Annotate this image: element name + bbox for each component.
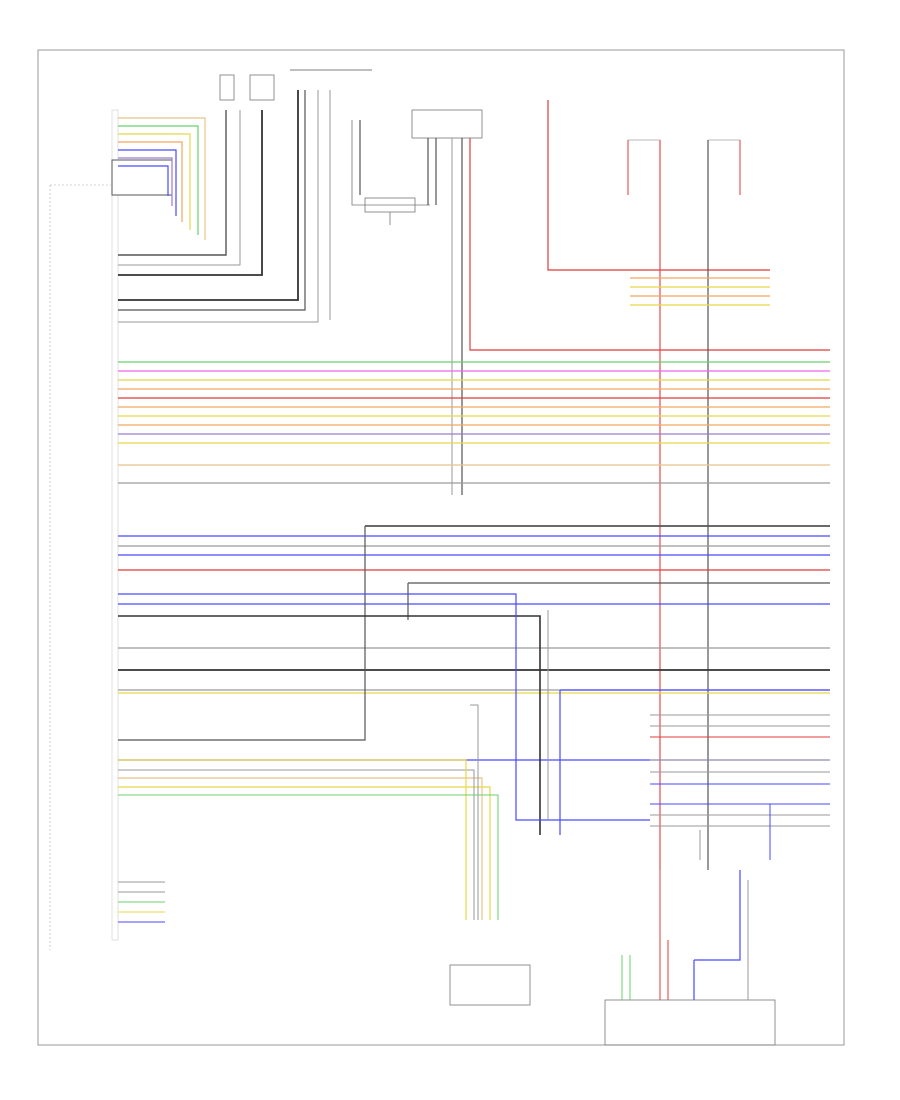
left-harness-connector: [49, 109, 173, 950]
center-bottom-module: [118, 704, 531, 1006]
control-module: [411, 109, 830, 495]
relay-right-2: [707, 139, 741, 870]
connector-loop-wires: [118, 117, 206, 240]
top-switch-2: [118, 74, 275, 276]
cd-changer: [351, 120, 430, 225]
top-connector-group: [118, 69, 372, 323]
right-fan-wires: [630, 277, 770, 306]
right-mid-connectors: [650, 714, 830, 860]
bottom-left-connector: [118, 881, 165, 923]
relay-right-1: [547, 100, 770, 870]
diagram-frame: [37, 49, 845, 1046]
lower-interconnects: [118, 525, 830, 835]
top-switch-1: [118, 74, 235, 256]
right-bottom-module: [604, 870, 776, 1046]
bus-wires: [118, 361, 830, 761]
